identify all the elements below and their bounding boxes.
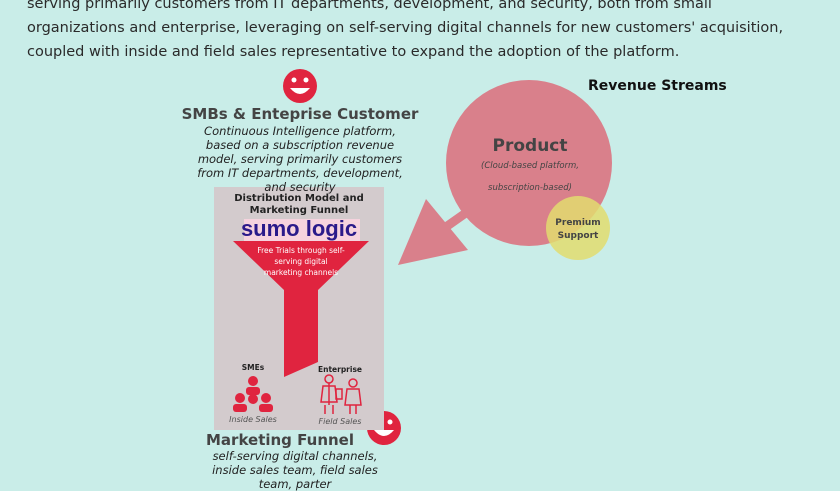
marketing-title: Marketing Funnel bbox=[206, 431, 354, 449]
revenue-title: Revenue Streams bbox=[588, 78, 727, 94]
customer-desc: Continuous Intelligence platform, based … bbox=[197, 124, 403, 194]
sumo-logic-logo: sumo logic bbox=[240, 216, 358, 241]
product-label: Product bbox=[492, 136, 568, 156]
marketing-desc: self-serving digital channels, inside sa… bbox=[212, 449, 378, 491]
smes-label: SMEs bbox=[241, 363, 265, 372]
diagram-shapes bbox=[214, 69, 612, 445]
premium-label: Premium Support bbox=[555, 218, 601, 241]
customer-title: SMBs & Enteprise Customer bbox=[181, 105, 419, 123]
sme-people-icon bbox=[233, 376, 273, 412]
product-desc: subscription-based) bbox=[488, 183, 572, 193]
smiley-icon bbox=[283, 69, 317, 103]
funnel-text: Free Trials through self-serving digital… bbox=[257, 246, 345, 277]
premium-circle bbox=[546, 196, 610, 260]
intro-line: organizations and enterprise, leveraging… bbox=[27, 20, 784, 36]
funnel-box-title: Distribution Model and Marketing Funnel bbox=[234, 193, 364, 216]
intro-line: coupled with inside and field sales repr… bbox=[27, 44, 680, 60]
intro-text: serving primarily customers from IT depa… bbox=[27, 0, 827, 64]
intro-line: serving primarily customers from IT depa… bbox=[27, 0, 712, 12]
enterprise-label: Enterprise bbox=[317, 365, 363, 374]
inside-sales-label: Inside Sales bbox=[229, 415, 277, 424]
funnel-shape bbox=[233, 241, 369, 377]
enterprise-people-icon bbox=[320, 374, 362, 414]
product-desc: (Cloud-based platform, bbox=[481, 161, 579, 171]
arrow-shape bbox=[398, 199, 468, 265]
field-sales-label: Field Sales bbox=[318, 417, 362, 426]
